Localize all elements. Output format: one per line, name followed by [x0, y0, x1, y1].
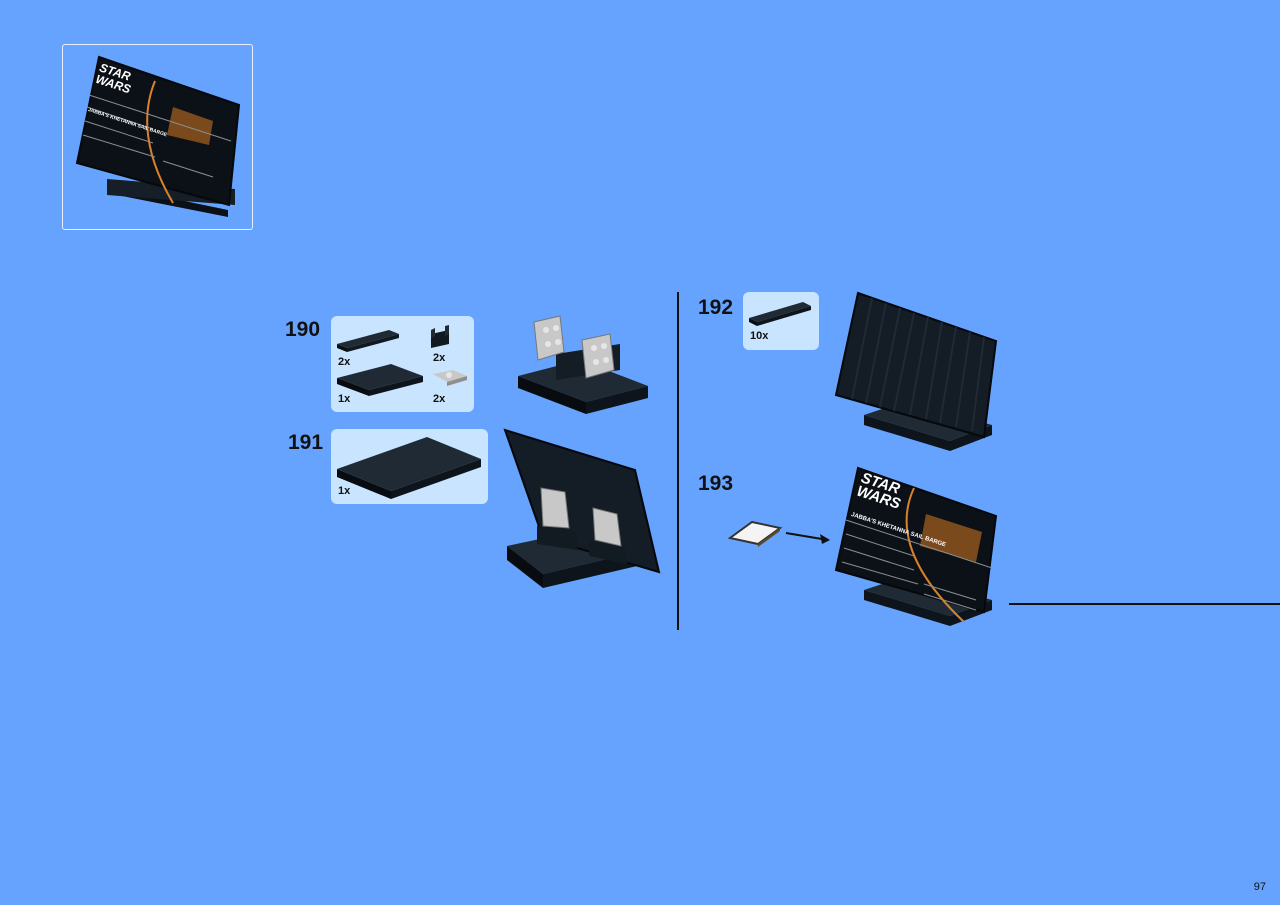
- parts-192-illustration: [749, 302, 811, 326]
- qty-label: 1x: [338, 485, 351, 497]
- parts-callout-192: 10x: [743, 292, 819, 350]
- parts-callout-190: 2x 2x 1x 2x: [331, 316, 474, 412]
- qty-label: 10x: [750, 330, 769, 342]
- step-number-193: 193: [698, 472, 734, 495]
- step-192-assembly-illustration: [834, 291, 998, 451]
- step-190-assembly-illustration: [518, 315, 648, 414]
- step-191-assembly-illustration: [503, 428, 661, 588]
- step-divider-vertical: [677, 292, 679, 630]
- parts-190-illustration: [337, 325, 467, 396]
- finished-model-thumbnail: STAR WARS JABBA'S KHETANNA SAIL BARGE: [62, 44, 253, 230]
- sticker-and-arrow-illustration: [727, 520, 830, 547]
- parts-callout-191: 1x: [331, 429, 488, 504]
- parts-191-illustration: [337, 437, 481, 499]
- qty-label: 2x: [433, 352, 446, 364]
- step-number-192: 192: [698, 296, 734, 319]
- page-number: 97: [1253, 881, 1266, 893]
- plaque-thumbnail-illustration: [75, 55, 241, 217]
- qty-label: 2x: [338, 356, 351, 368]
- step-number-191: 191: [288, 431, 324, 454]
- step-divider-horizontal: [1009, 603, 1280, 605]
- qty-label: 1x: [338, 393, 351, 405]
- qty-label: 2x: [433, 393, 446, 405]
- step-number-190: 190: [285, 318, 321, 341]
- step-193-assembly-illustration: [834, 466, 998, 626]
